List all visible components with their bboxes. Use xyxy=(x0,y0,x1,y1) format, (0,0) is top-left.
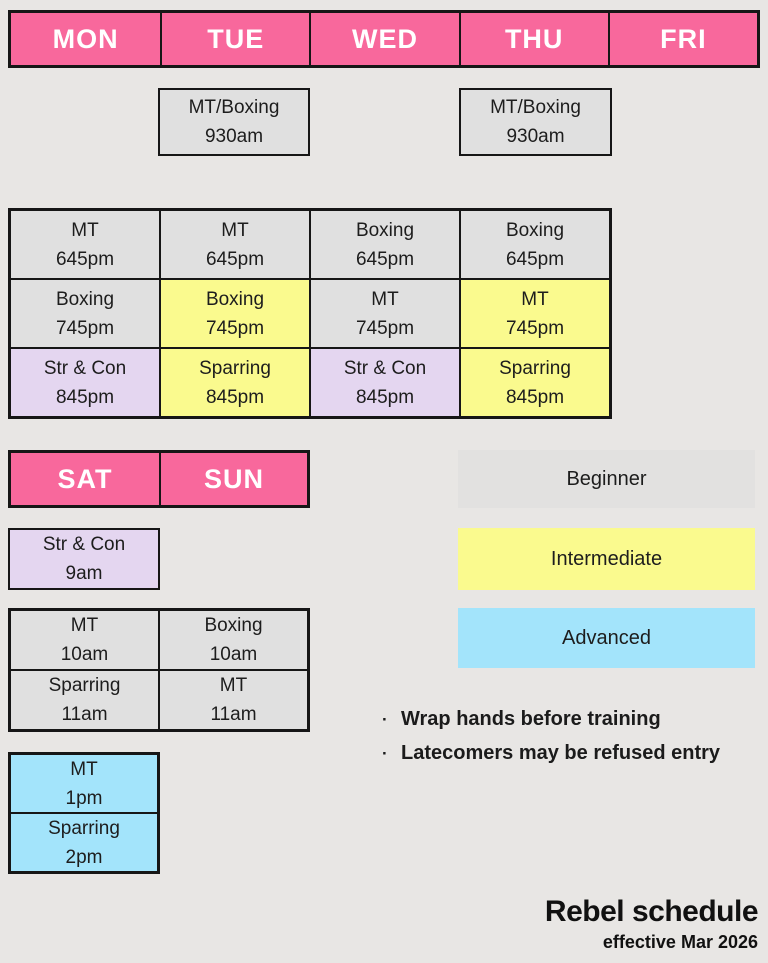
note-item: · Latecomers may be refused entry xyxy=(382,742,762,765)
day-header-wed: WED xyxy=(309,13,458,65)
class-name: MT/Boxing xyxy=(188,97,280,118)
class-cell: MT 745pm xyxy=(310,279,460,348)
class-name: MT xyxy=(70,615,99,636)
class-name: Str & Con xyxy=(42,534,126,555)
class-name: Str & Con xyxy=(343,357,427,379)
class-cell: Sparring 11am xyxy=(10,670,159,730)
class-name: Sparring xyxy=(48,817,120,839)
class-name: Sparring xyxy=(48,675,121,696)
bullet-icon: · xyxy=(382,710,388,729)
class-name: MT xyxy=(371,288,399,310)
class-name: Boxing xyxy=(55,288,115,310)
note-text: Latecomers may be refused entry xyxy=(401,742,721,764)
class-time: 645pm xyxy=(355,248,415,270)
day-header-sun: SUN xyxy=(159,453,307,505)
note-item: · Wrap hands before training xyxy=(382,708,762,731)
class-name: MT xyxy=(221,219,249,241)
class-name: Boxing xyxy=(204,615,263,636)
class-time: 11am xyxy=(61,704,108,725)
class-time: 845pm xyxy=(55,386,115,408)
notes-list: · Wrap hands before training · Latecomer… xyxy=(382,708,762,776)
class-cell: Boxing 645pm xyxy=(460,210,610,279)
class-name: MT xyxy=(219,675,248,696)
class-time: 645pm xyxy=(55,248,115,270)
legend-advanced: Advanced xyxy=(458,608,755,668)
class-cell: MT 10am xyxy=(10,610,159,670)
class-time: 745pm xyxy=(55,317,115,339)
day-header-sat: SAT xyxy=(57,463,113,494)
class-time: 745pm xyxy=(505,317,565,339)
class-cell: MT 11am xyxy=(159,670,308,730)
class-time: 745pm xyxy=(355,317,415,339)
class-time: 1pm xyxy=(65,787,103,809)
weekend-class-grid: MT 10am Boxing 10am Sparring 11am MT 11a… xyxy=(8,608,310,732)
class-time: 9am xyxy=(65,563,103,584)
class-cell: Boxing 745pm xyxy=(10,279,160,348)
class-name: MT xyxy=(71,219,99,241)
class-name: MT/Boxing xyxy=(490,97,581,118)
bullet-icon: · xyxy=(382,744,388,763)
class-time: 930am xyxy=(204,126,264,147)
class-time: 10am xyxy=(209,644,258,665)
class-name: Boxing xyxy=(205,288,265,310)
weekend-afternoon-grid: MT 1pm Sparring 2pm xyxy=(8,752,160,874)
class-cell: Str & Con 845pm xyxy=(310,348,460,417)
day-header-mon: MON xyxy=(52,23,119,54)
class-name: Sparring xyxy=(199,357,271,379)
class-time: 11am xyxy=(210,704,257,725)
class-time: 930am xyxy=(506,126,565,147)
class-time: 845pm xyxy=(505,386,565,408)
weekday-header-row: MON TUE WED THU FRI xyxy=(8,10,760,68)
class-time: 2pm xyxy=(65,846,103,868)
class-cell: Str & Con 845pm xyxy=(10,348,160,417)
weekend-header-row: SAT SUN xyxy=(8,450,310,508)
class-cell: MT 645pm xyxy=(10,210,160,279)
class-cell: Sparring 845pm xyxy=(160,348,310,417)
class-name: Str & Con xyxy=(43,357,127,379)
weekday-class-grid: MT 645pm MT 645pm Boxing 645pm Boxing 64… xyxy=(8,208,612,419)
class-cell: MT 745pm xyxy=(460,279,610,348)
day-header-fri: FRI xyxy=(607,13,757,65)
schedule-effective-date: effective Mar 2026 xyxy=(602,932,758,952)
class-time: 845pm xyxy=(355,386,415,408)
class-time: 10am xyxy=(60,644,109,665)
class-cell: Boxing 10am xyxy=(159,610,308,670)
class-cell-tue-morning: MT/Boxing 930am xyxy=(158,88,310,156)
class-time: 645pm xyxy=(505,248,565,270)
class-time: 645pm xyxy=(205,248,265,270)
day-header-tue: TUE xyxy=(160,13,309,65)
legend-label: Advanced xyxy=(562,626,651,649)
class-cell: MT 645pm xyxy=(160,210,310,279)
class-name: MT xyxy=(521,288,549,310)
legend-label: Intermediate xyxy=(550,547,663,570)
class-cell: Boxing 745pm xyxy=(160,279,310,348)
class-name: MT xyxy=(70,758,98,780)
class-cell-sat-9am: Str & Con 9am xyxy=(8,528,160,590)
schedule-title: Rebel schedule xyxy=(544,895,759,928)
class-time: 845pm xyxy=(205,386,265,408)
class-time: 745pm xyxy=(205,317,265,339)
day-header-thu: THU xyxy=(458,13,608,65)
class-cell: Sparring 2pm xyxy=(10,813,158,872)
class-name: Boxing xyxy=(505,219,565,241)
class-name: Sparring xyxy=(499,357,571,379)
class-cell-thu-morning: MT/Boxing 930am xyxy=(459,88,612,156)
note-text: Wrap hands before training xyxy=(401,708,661,730)
class-cell: Boxing 645pm xyxy=(310,210,460,279)
class-name: Boxing xyxy=(355,219,415,241)
legend-beginner: Beginner xyxy=(458,450,755,508)
footer: Rebel schedule effective Mar 2026 xyxy=(544,895,759,953)
class-cell: MT 1pm xyxy=(10,754,158,813)
legend-label: Beginner xyxy=(566,467,647,490)
legend-intermediate: Intermediate xyxy=(458,528,755,590)
class-cell: Sparring 845pm xyxy=(460,348,610,417)
